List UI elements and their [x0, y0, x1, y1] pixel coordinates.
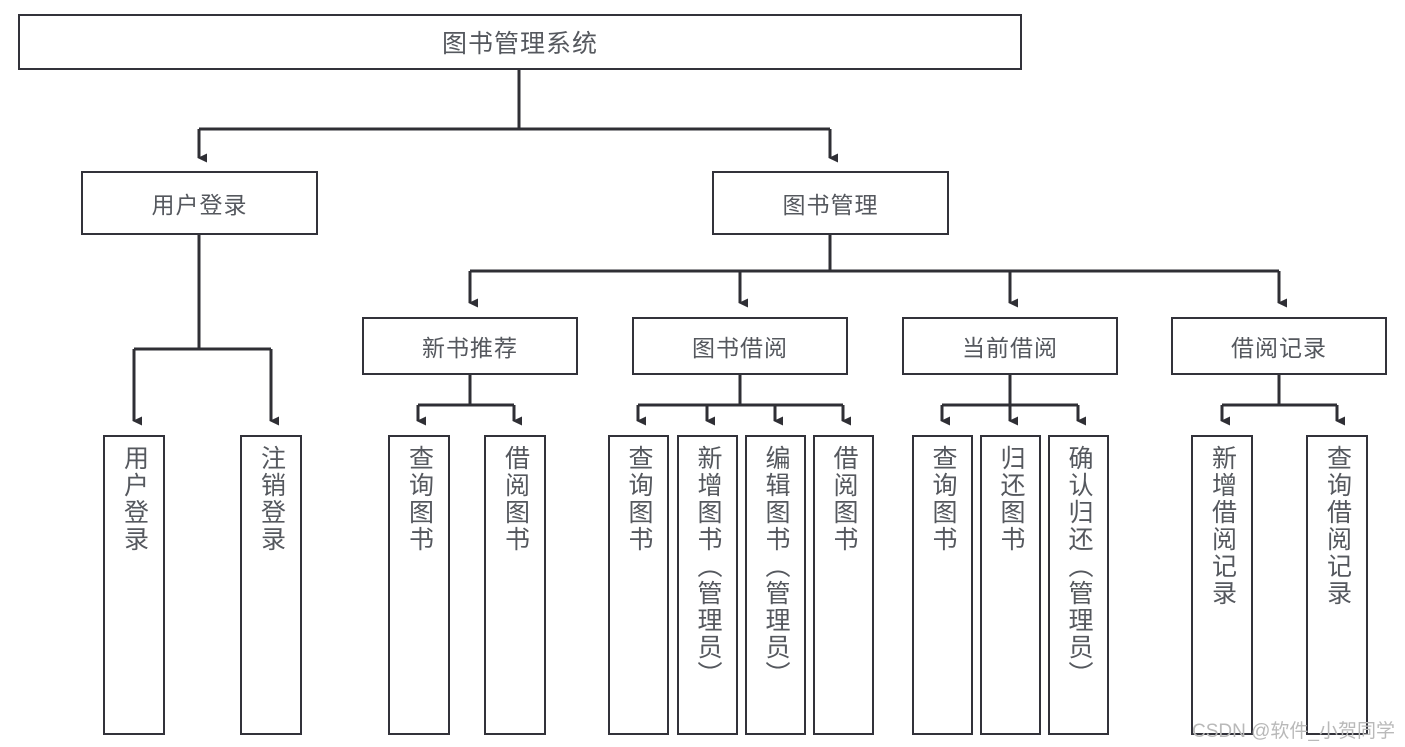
leaf-user-login[interactable]: 用户登录	[103, 435, 165, 735]
node-label: 查询图书	[625, 445, 653, 553]
leaf-add-borrow-record[interactable]: 新增借阅记录	[1191, 435, 1253, 735]
node-user-login[interactable]: 用户登录	[81, 171, 318, 235]
node-label: 图书管理系统	[441, 30, 598, 58]
node-label: 借阅图书	[501, 445, 530, 553]
node-label: 图书管理	[782, 192, 879, 218]
leaf-query-book-recommend[interactable]: 查询图书	[388, 435, 450, 735]
node-label: 编辑图书（管理员）	[762, 445, 790, 688]
node-label: 查询借阅记录	[1323, 445, 1352, 607]
node-label: 用户登录	[151, 192, 248, 218]
node-label: 借阅记录	[1231, 335, 1327, 361]
node-borrow-record[interactable]: 借阅记录	[1171, 317, 1387, 375]
leaf-query-book-current[interactable]: 查询图书	[912, 435, 973, 735]
leaf-query-book-borrow[interactable]: 查询图书	[608, 435, 669, 735]
node-label: 新增图书（管理员）	[694, 445, 722, 688]
leaf-edit-book-admin[interactable]: 编辑图书（管理员）	[745, 435, 806, 735]
leaf-logout[interactable]: 注销登录	[240, 435, 302, 735]
node-label: 注销登录	[257, 445, 286, 553]
node-current-borrow[interactable]: 当前借阅	[902, 317, 1118, 375]
node-book-management[interactable]: 图书管理	[712, 171, 949, 235]
node-label: 图书借阅	[692, 335, 788, 361]
node-label: 查询图书	[929, 445, 957, 553]
node-label: 确认归还（管理员）	[1065, 445, 1093, 688]
leaf-borrow-book-recommend[interactable]: 借阅图书	[484, 435, 546, 735]
node-label: 用户登录	[120, 445, 149, 553]
leaf-query-borrow-record[interactable]: 查询借阅记录	[1306, 435, 1368, 735]
node-root-system[interactable]: 图书管理系统	[18, 14, 1022, 70]
node-label: 归还图书	[997, 445, 1025, 553]
node-book-borrow[interactable]: 图书借阅	[632, 317, 848, 375]
node-label: 借阅图书	[830, 445, 858, 553]
leaf-return-book[interactable]: 归还图书	[980, 435, 1041, 735]
node-label: 当前借阅	[962, 335, 1058, 361]
leaf-borrow-book[interactable]: 借阅图书	[813, 435, 874, 735]
leaf-add-book-admin[interactable]: 新增图书（管理员）	[677, 435, 738, 735]
leaf-confirm-return-admin[interactable]: 确认归还（管理员）	[1048, 435, 1109, 735]
node-label: 查询图书	[405, 445, 434, 553]
node-label: 新书推荐	[422, 335, 518, 361]
node-new-book-recommend[interactable]: 新书推荐	[362, 317, 578, 375]
node-label: 新增借阅记录	[1208, 445, 1237, 607]
